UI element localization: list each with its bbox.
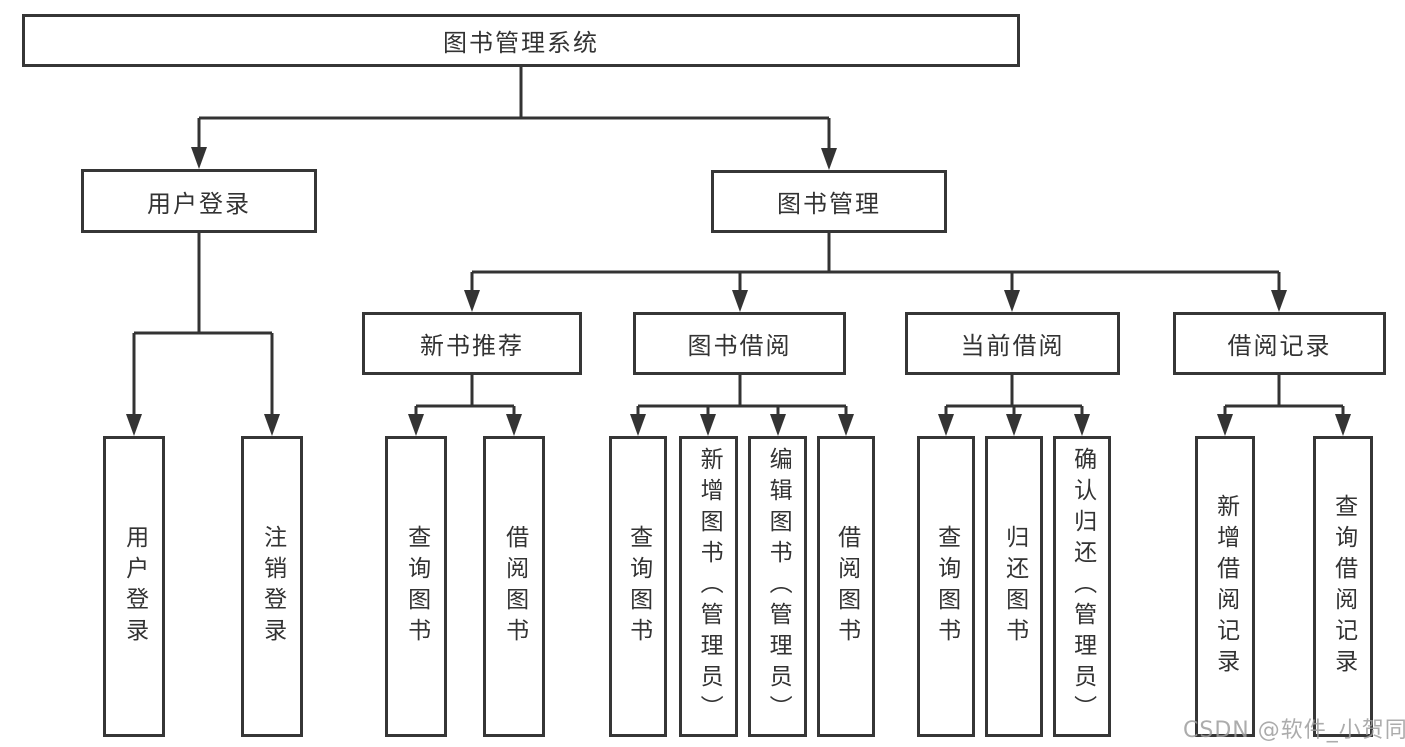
leaf-user-login: 用户登录: [103, 436, 165, 737]
node-new-book-recommend: 新书推荐: [362, 312, 582, 375]
node-current-borrowing: 当前借阅: [905, 312, 1120, 375]
leaf-confirm-return-admin: 确认归还（管理员）: [1053, 436, 1111, 737]
leaf-query-books-recommend: 查询图书: [385, 436, 447, 737]
leaf-edit-book-admin: 编辑图书（管理员）: [748, 436, 807, 737]
node-borrow-records: 借阅记录: [1173, 312, 1386, 375]
node-user-login: 用户登录: [81, 169, 317, 233]
leaf-return-book: 归还图书: [985, 436, 1043, 737]
leaf-add-book-admin: 新增图书（管理员）: [679, 436, 738, 737]
leaf-logout: 注销登录: [241, 436, 303, 737]
leaf-query-borrow-record: 查询借阅记录: [1313, 436, 1373, 737]
leaf-add-borrow-record: 新增借阅记录: [1195, 436, 1255, 737]
leaf-query-books-current: 查询图书: [917, 436, 975, 737]
node-book-management: 图书管理: [711, 170, 947, 233]
arrowheads: [126, 147, 1351, 436]
node-library-management-system: 图书管理系统: [22, 14, 1020, 67]
leaf-borrow-books-recommend: 借阅图书: [483, 436, 545, 737]
leaf-query-books-borrowing: 查询图书: [609, 436, 667, 737]
node-book-borrowing: 图书借阅: [633, 312, 846, 375]
leaf-borrow-books-borrowing: 借阅图书: [817, 436, 875, 737]
csdn-watermark: CSDN @软件_小贺同学: [1183, 718, 1405, 743]
